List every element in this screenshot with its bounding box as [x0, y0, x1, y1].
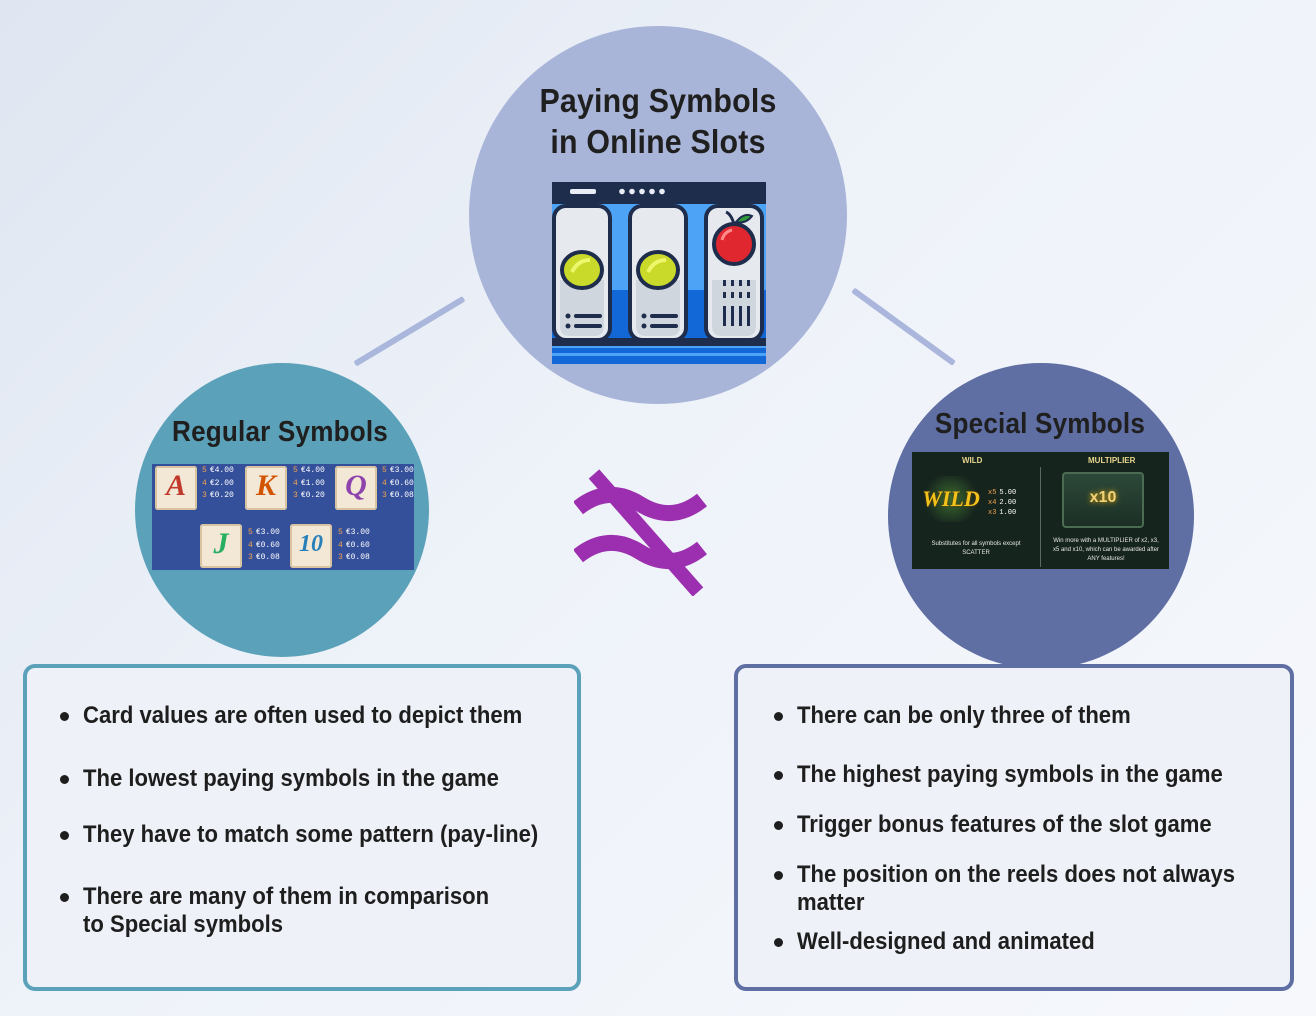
bullet-dot	[774, 821, 783, 830]
wild-logo-text: WILD	[922, 486, 980, 511]
main-title-line1: Paying Symbols	[539, 82, 777, 119]
reel-lemon-2	[628, 204, 688, 342]
card-q-letter: Q	[345, 469, 367, 502]
special-symbols-box	[734, 664, 1294, 991]
regular-bullet-3: They have to match some pattern (pay-lin…	[83, 821, 539, 848]
main-title: Paying Symbols in Online Slots	[484, 80, 832, 162]
not-approximately-equal-icon	[574, 469, 707, 596]
special-bullet-4-cont: matter	[797, 889, 865, 916]
card-10-letter: 10	[299, 531, 323, 557]
wild-note: Substitutes for all symbols except SCATT…	[931, 541, 1021, 556]
regular-symbols-paytable: A 5€4.00 4€2.00 3€0.20 K 5€4.00 4€1.00 3…	[152, 464, 414, 570]
special-bullet-3: Trigger bonus features of the slot game	[797, 811, 1212, 838]
regular-bullet-4-cont: to Special symbols	[83, 911, 284, 938]
card-j-letter: J	[213, 527, 229, 560]
bullet-dot	[60, 893, 69, 902]
special-bullet-1: There can be only three of them	[797, 702, 1131, 729]
card-k-letter: K	[255, 469, 276, 502]
bullet-dot	[60, 831, 69, 840]
bullet-dot	[60, 775, 69, 784]
slot-machine-icon	[552, 182, 766, 364]
card-q-payouts: 5€3.00 4€0.60 3€0.08	[382, 466, 414, 500]
card-a-letter: A	[165, 469, 186, 502]
reel-apple	[704, 204, 764, 342]
regular-symbols-box	[23, 664, 581, 991]
bullet-dot	[774, 871, 783, 880]
wild-logo: WILD	[920, 476, 982, 522]
card-a: A	[155, 466, 197, 510]
regular-bullet-2: The lowest paying symbols in the game	[83, 765, 499, 792]
regular-title: Regular Symbols	[172, 416, 388, 448]
card-j: J	[200, 524, 242, 568]
card-j-payouts: 5€3.00 4€0.60 3€0.08	[248, 528, 280, 562]
special-bullet-4: The position on the reels does not alway…	[797, 861, 1236, 888]
regular-bullet-1: Card values are often used to depict the…	[83, 702, 523, 729]
card-k-payouts: 5€4.00 4€1.00 3€0.20	[293, 466, 325, 500]
multiplier-heading: MULTIPLIER	[1088, 456, 1136, 465]
reel-lemon-1	[552, 204, 612, 342]
bullet-dot	[60, 712, 69, 721]
connector-left	[353, 296, 466, 367]
connector-right	[851, 287, 956, 366]
special-bullet-5: Well-designed and animated	[797, 928, 1095, 955]
special-title: Special Symbols	[934, 408, 1146, 440]
special-bullet-2: The highest paying symbols in the game	[797, 761, 1223, 788]
paytable-divider	[1040, 467, 1041, 567]
multiplier-badge: x10	[1089, 489, 1117, 506]
bullet-dot	[774, 771, 783, 780]
wild-heading: WILD	[962, 456, 983, 465]
card-10-payouts: 5€3.00 4€0.60 3€0.08	[338, 528, 370, 562]
card-a-payouts: 5€4.00 4€2.00 3€0.20	[202, 466, 234, 500]
main-title-line2: in Online Slots	[550, 123, 766, 160]
regular-bullet-4: There are many of them in comparison	[83, 883, 490, 910]
bullet-dot	[774, 938, 783, 947]
card-10: 10	[290, 524, 332, 568]
card-k: K	[245, 466, 287, 510]
card-q: Q	[335, 466, 377, 510]
multiplier-note: Win more with a MULTIPLIER of x2, x3, x5…	[1052, 538, 1160, 562]
multiplier-chest: x10	[1062, 472, 1144, 528]
bullet-dot	[774, 712, 783, 721]
